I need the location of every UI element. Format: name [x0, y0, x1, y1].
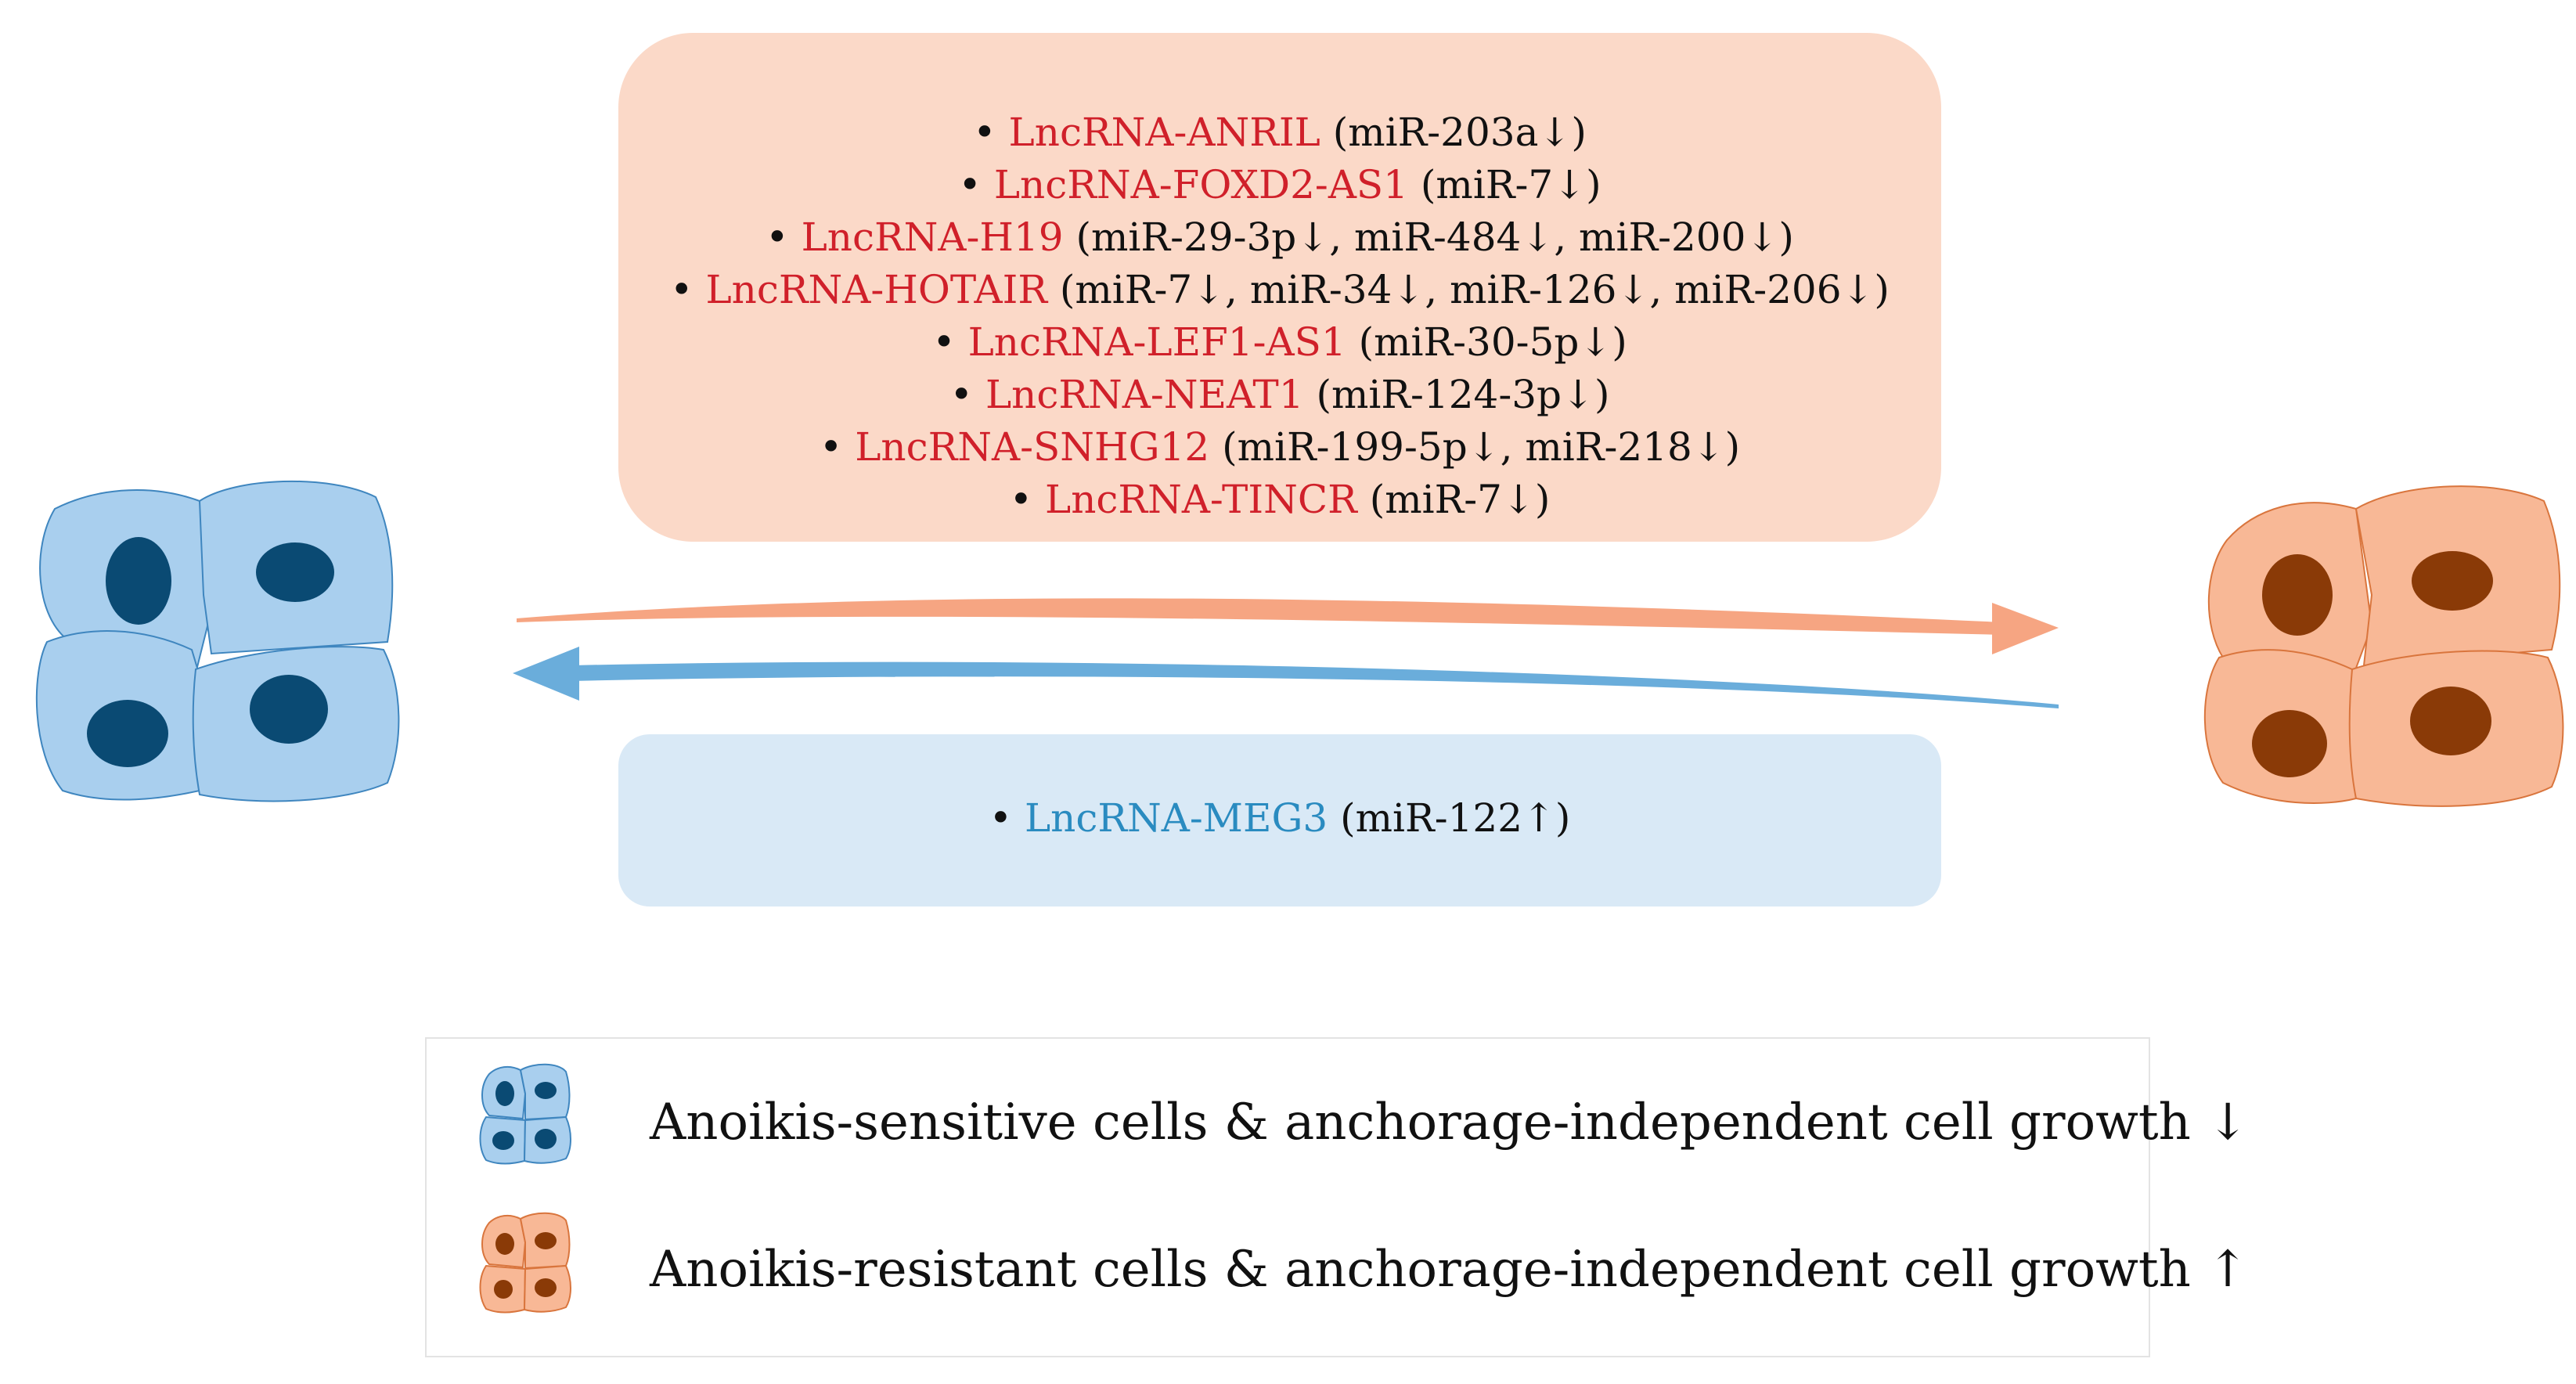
legend-sensitive-label: Anoikis-sensitive cells & anchorage-inde… [650, 1094, 2249, 1152]
upregulated_lncrnas-mirna-targets: (miR-199-5p↓, miR-218↓) [1222, 424, 1741, 470]
upregulated_lncrnas-item: • LncRNA-LEF1-AS1 (miR-30-5p↓) [618, 316, 1941, 369]
upregulated_lncrnas-item: • LncRNA-ANRIL (miR-203a↓) [618, 106, 1941, 159]
bullet: • [766, 214, 789, 260]
downregulated_lncrnas-mirna-targets: (miR-122↑) [1340, 795, 1571, 841]
bullet: • [958, 162, 982, 207]
upregulated_lncrnas-name: LncRNA-NEAT1 [985, 372, 1304, 417]
upregulated_lncrnas-item: • LncRNA-SNHG12 (miR-199-5p↓, miR-218↓) [618, 421, 1941, 474]
legend-resistant-label: Anoikis-resistant cells & anchorage-inde… [650, 1241, 2249, 1299]
arrow-to-resistant [517, 598, 2059, 654]
upregulated_lncrnas-item: • LncRNA-FOXD2-AS1 (miR-7↓) [618, 159, 1941, 211]
bullet: • [949, 372, 974, 417]
upregulated_lncrnas-mirna-targets: (miR-7↓, miR-34↓, miR-126↓, miR-206↓) [1059, 267, 1890, 312]
upregulated-lncrna-box: • LncRNA-ANRIL (miR-203a↓)• LncRNA-FOXD2… [618, 33, 1941, 542]
upregulated_lncrnas-name: LncRNA-LEF1-AS1 [967, 319, 1346, 365]
upregulated_lncrnas-mirna-targets: (miR-203a↓) [1332, 110, 1587, 155]
downregulated_lncrnas-item: • LncRNA-MEG3 (miR-122↑) [618, 792, 1941, 845]
downregulated-lncrna-list: • LncRNA-MEG3 (miR-122↑) [618, 792, 1941, 845]
upregulated_lncrnas-mirna-targets: (miR-29-3p↓, miR-484↓, miR-200↓) [1075, 214, 1794, 260]
legend: Anoikis-sensitive cells & anchorage-inde… [425, 1037, 2249, 1357]
downregulated-lncrna-box: • LncRNA-MEG3 (miR-122↑) [618, 734, 1941, 906]
upregulated_lncrnas-name: LncRNA-H19 [801, 214, 1064, 260]
upregulated_lncrnas-name: LncRNA-ANRIL [1008, 110, 1320, 155]
bullet: • [932, 319, 956, 365]
upregulated_lncrnas-item: • LncRNA-H19 (miR-29-3p↓, miR-484↓, miR-… [618, 211, 1941, 264]
upregulated_lncrnas-item: • LncRNA-NEAT1 (miR-124-3p↓) [618, 369, 1941, 421]
legend-resistant-cell-icon [479, 1212, 571, 1314]
upregulated_lncrnas-mirna-targets: (miR-7↓) [1420, 162, 1601, 207]
bullet: • [670, 267, 694, 312]
upregulated-lncrna-list: • LncRNA-ANRIL (miR-203a↓)• LncRNA-FOXD2… [618, 106, 1941, 526]
legend-icons [479, 1063, 571, 1314]
upregulated_lncrnas-item: • LncRNA-TINCR (miR-7↓) [618, 474, 1941, 526]
bullet: • [989, 795, 1013, 841]
upregulated_lncrnas-mirna-targets: (miR-7↓) [1369, 477, 1551, 522]
upregulated_lncrnas-name: LncRNA-HOTAIR [705, 267, 1047, 312]
arrow-to-sensitive [513, 647, 2059, 708]
bullet: • [973, 110, 996, 155]
downregulated_lncrnas-name: LncRNA-MEG3 [1024, 795, 1328, 841]
anoikis-resistant-cell-cluster [2203, 485, 2564, 807]
upregulated_lncrnas-name: LncRNA-FOXD2-AS1 [993, 162, 1408, 207]
upregulated_lncrnas-mirna-targets: (miR-30-5p↓) [1358, 319, 1627, 365]
upregulated_lncrnas-name: LncRNA-SNHG12 [855, 424, 1210, 470]
bullet: • [819, 424, 843, 470]
upregulated_lncrnas-name: LncRNA-TINCR [1045, 477, 1357, 522]
upregulated_lncrnas-mirna-targets: (miR-124-3p↓) [1316, 372, 1610, 417]
legend-sensitive-cell-icon [479, 1063, 571, 1165]
bullet: • [1009, 477, 1033, 522]
upregulated_lncrnas-item: • LncRNA-HOTAIR (miR-7↓, miR-34↓, miR-12… [618, 264, 1941, 316]
anoikis-sensitive-cell-cluster [35, 480, 400, 802]
